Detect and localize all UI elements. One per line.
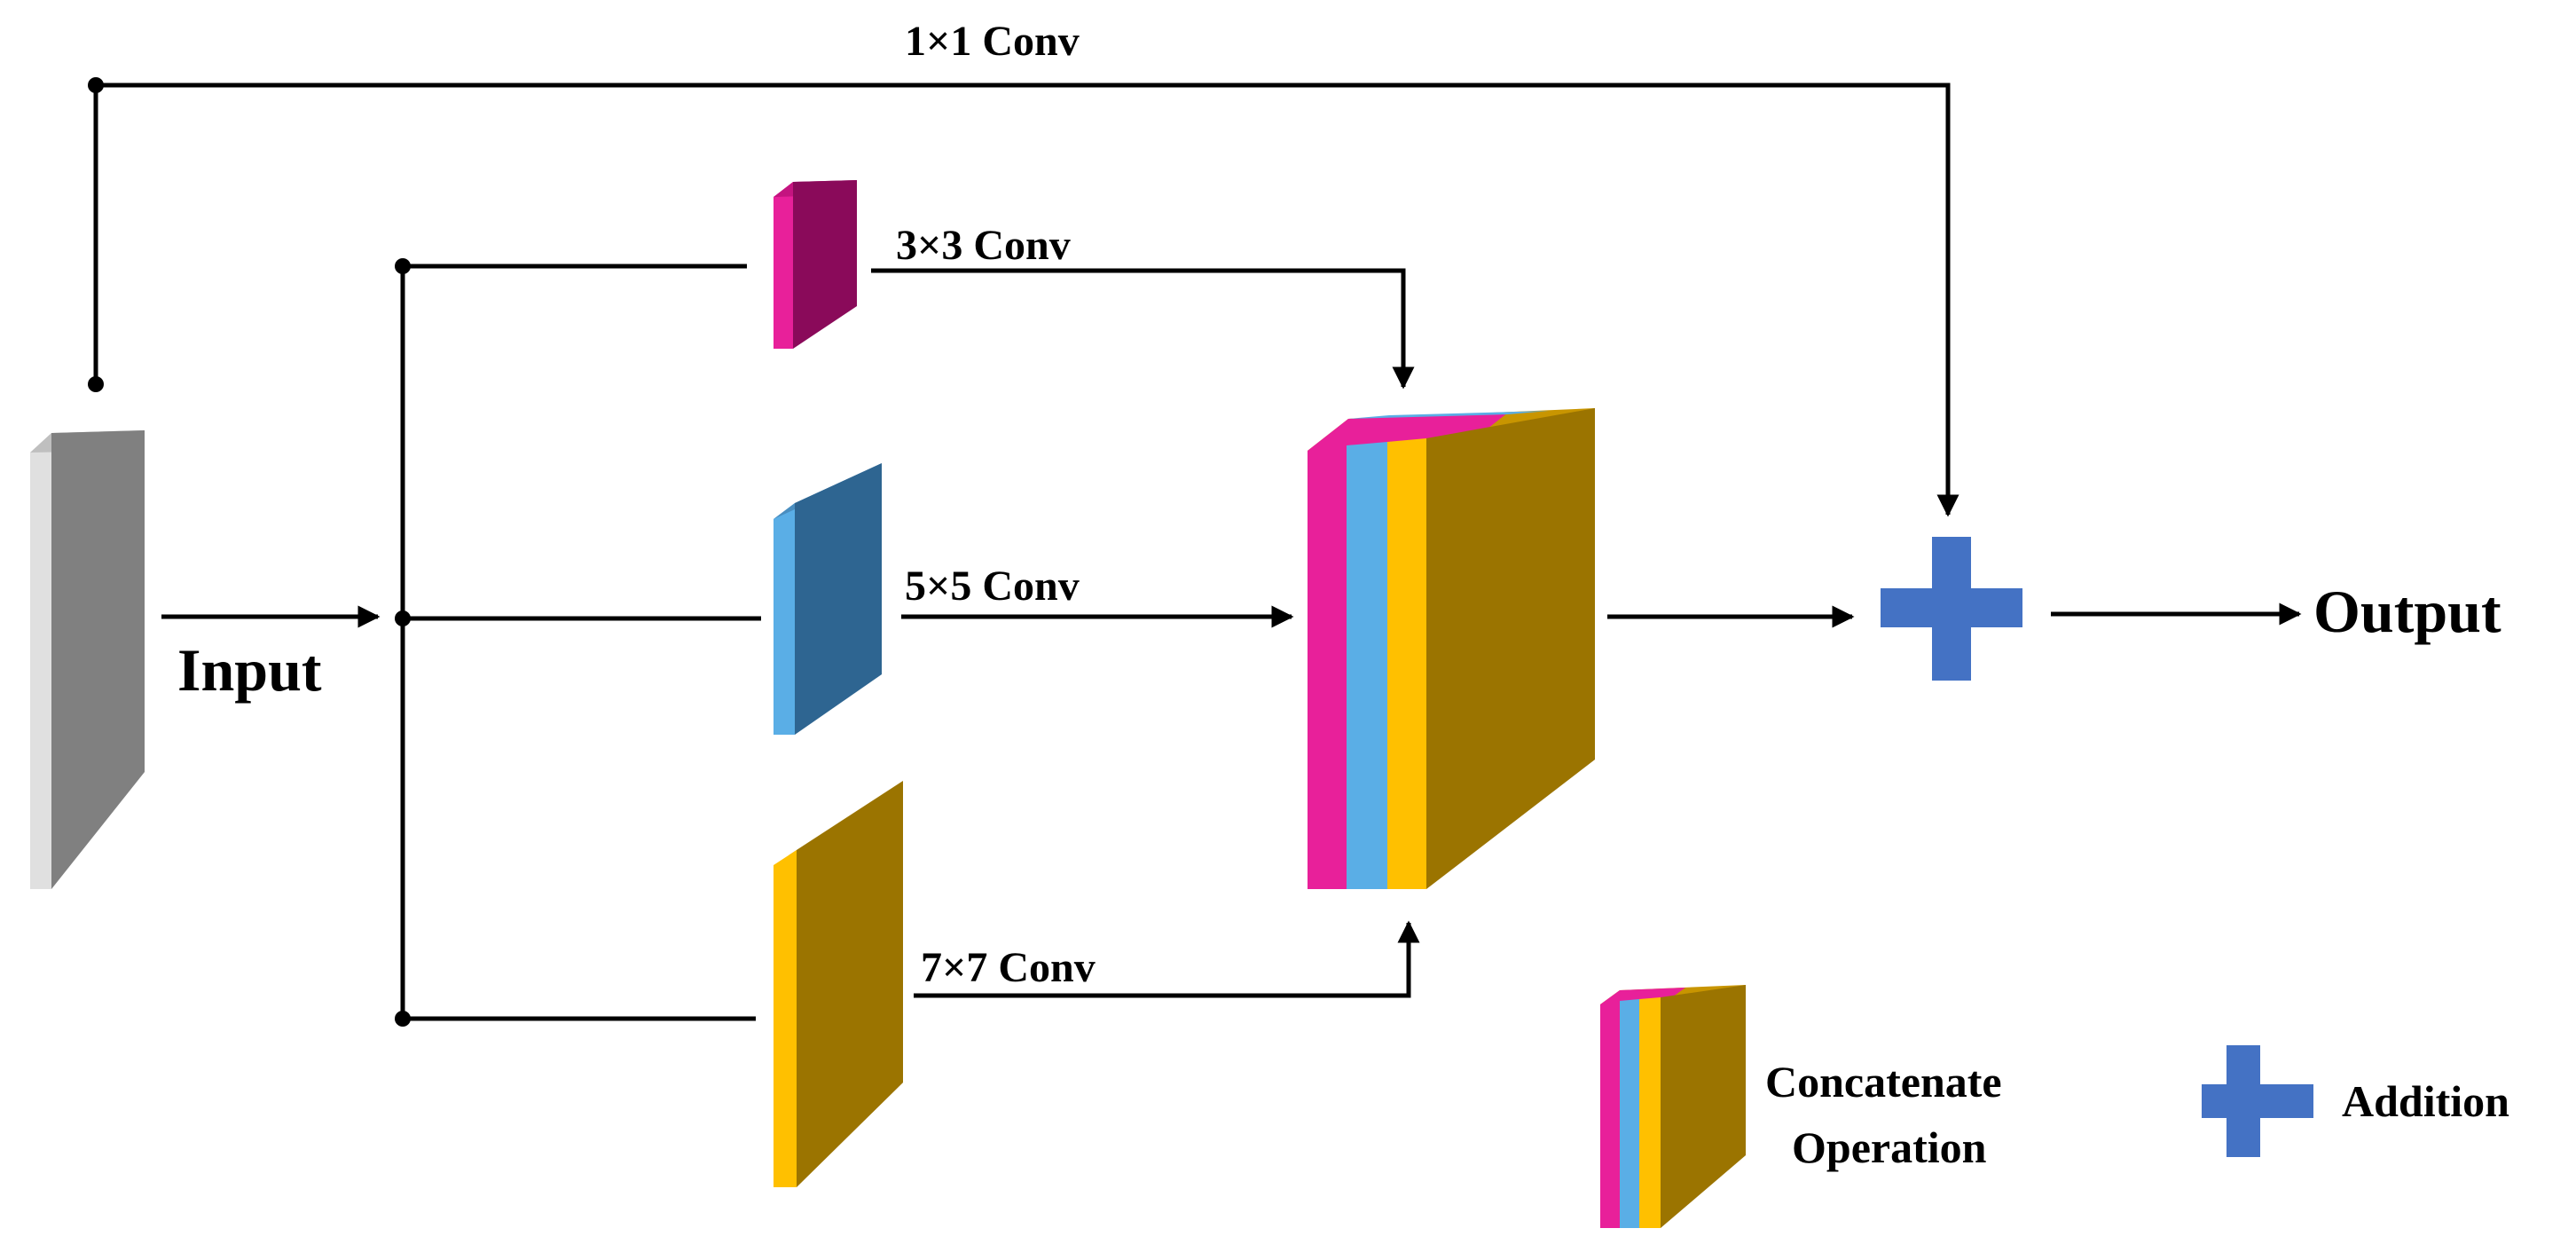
conv3x3-front	[774, 182, 793, 349]
legend-addition-label: Addition	[2342, 1076, 2509, 1126]
legend-concat-icon	[1600, 985, 1746, 1228]
input-block-side	[51, 430, 145, 889]
plus-horizontal-bar	[1881, 588, 2022, 627]
legend-plus-horizontal	[2202, 1084, 2313, 1118]
conv5x5-front	[774, 503, 795, 735]
input-feature-map	[30, 430, 145, 889]
branch-dot-bottom	[395, 1011, 411, 1027]
label-conv3x3: 3×3 Conv	[896, 222, 1071, 269]
input-block-front	[30, 433, 51, 889]
legend-concat-front-pink	[1600, 1001, 1620, 1228]
concat-front-blue	[1347, 442, 1387, 889]
concat-top-blue	[1348, 411, 1549, 419]
label-input: Input	[177, 636, 322, 704]
label-conv5x5: 5×5 Conv	[905, 563, 1080, 610]
conv7x7-block	[774, 781, 903, 1187]
conv3x3-side	[793, 180, 857, 349]
label-conv7x7: 7×7 Conv	[921, 944, 1096, 991]
legend-concat-side	[1661, 985, 1746, 1228]
concat-front-pink	[1308, 445, 1347, 889]
conv7x7-out-arrow	[914, 920, 1420, 998]
conv-output-wires	[871, 268, 1420, 998]
conv7x7-front	[774, 850, 797, 1187]
conv3x3-out-arrow	[871, 268, 1415, 390]
concat-front-yellow	[1387, 438, 1426, 889]
legend-concat-line1: Concatenate	[1765, 1057, 2002, 1106]
concat-side	[1426, 408, 1595, 889]
branch-wires	[395, 258, 761, 1027]
legend-concat-front-yellow	[1639, 997, 1661, 1228]
conv3x3-block	[774, 180, 857, 349]
concat-block	[1308, 408, 1595, 889]
legend-concat-front-blue	[1620, 999, 1639, 1228]
conv5x5-block	[774, 463, 882, 735]
conv5x5-side	[795, 463, 882, 735]
legend-addition-icon	[2202, 1045, 2313, 1157]
addition-icon	[1881, 537, 2022, 681]
label-output: Output	[2313, 578, 2501, 645]
branch-dot-mid	[395, 610, 411, 626]
skip-dot-top	[88, 77, 104, 93]
conv7x7-side	[797, 781, 903, 1187]
branch-dot-top	[395, 258, 411, 274]
legend-concat-line2: Operation	[1792, 1122, 1987, 1172]
label-conv1x1: 1×1 Conv	[905, 18, 1080, 65]
skip-dot-bottom	[88, 376, 104, 392]
skip-connection-1x1	[88, 77, 1959, 517]
skip-wire	[93, 83, 1959, 517]
